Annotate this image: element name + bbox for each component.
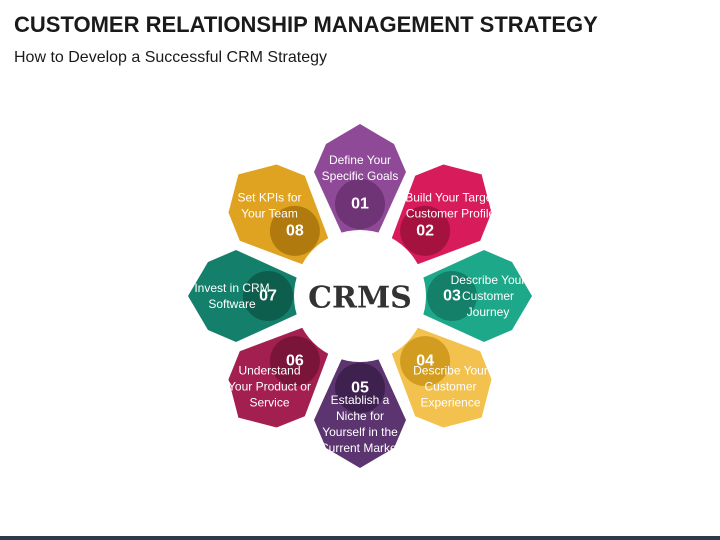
segment-label-line: Specific Goals bbox=[322, 169, 399, 183]
segment-label-line: Customer bbox=[462, 289, 514, 303]
segment-label-line: Your Team bbox=[241, 207, 298, 221]
segment-number: 04 bbox=[416, 353, 434, 370]
segment-label-line: Describe Your bbox=[413, 364, 488, 378]
segment-number-badge bbox=[400, 336, 451, 387]
segment-number-badge bbox=[243, 271, 293, 321]
segment-label-line: Yourself in the bbox=[322, 425, 398, 439]
segment-label-line: Software bbox=[208, 297, 256, 311]
bottom-bar bbox=[0, 536, 720, 540]
segment-label-line: Build Your Target bbox=[405, 191, 496, 205]
segment-label-line: Journey bbox=[467, 305, 510, 319]
segment-label-line: Niche for bbox=[336, 409, 384, 423]
segment-label-line: Define Your bbox=[329, 153, 391, 167]
center-circle bbox=[294, 230, 426, 362]
segment-number: 02 bbox=[416, 222, 434, 239]
segment-label-line: Understand bbox=[238, 364, 300, 378]
segment-label: Invest in CRM Software bbox=[194, 281, 269, 311]
segment-number: 08 bbox=[286, 222, 304, 239]
segment-label-line: Current Market bbox=[320, 441, 401, 455]
segment-number-badge bbox=[269, 336, 320, 387]
segment-label-line: Service bbox=[249, 396, 289, 410]
segment-number-badge bbox=[335, 363, 385, 413]
page-subtitle: How to Develop a Successful CRM Strategy bbox=[14, 49, 328, 66]
page-title: CUSTOMER RELATIONSHIP MANAGEMENT STRATEG… bbox=[14, 12, 598, 37]
segment-label-line: Establish a bbox=[331, 393, 390, 407]
segment-number-badge bbox=[400, 205, 451, 256]
segment-label-line: Invest in CRM bbox=[194, 281, 269, 295]
segment-number: 05 bbox=[351, 380, 369, 397]
segment-number: 06 bbox=[286, 353, 304, 370]
segment-number: 07 bbox=[259, 288, 277, 305]
segment-label-line: Describe Your bbox=[451, 273, 526, 287]
segment-number-badge bbox=[427, 271, 477, 321]
segment-number-badge bbox=[335, 179, 385, 229]
segment-number-badge bbox=[269, 205, 320, 256]
center-label: CRMS bbox=[308, 281, 412, 316]
segment-label-line: Customer bbox=[424, 380, 476, 394]
segment-label-line: Set KPIs for bbox=[237, 191, 301, 205]
segment-number: 01 bbox=[351, 196, 369, 213]
segment-label-line: Experience bbox=[420, 396, 480, 410]
segment-number: 03 bbox=[443, 288, 461, 305]
segment-label-line: Your Product or bbox=[228, 380, 311, 394]
segment-label-line: Customer Profile bbox=[406, 207, 496, 221]
